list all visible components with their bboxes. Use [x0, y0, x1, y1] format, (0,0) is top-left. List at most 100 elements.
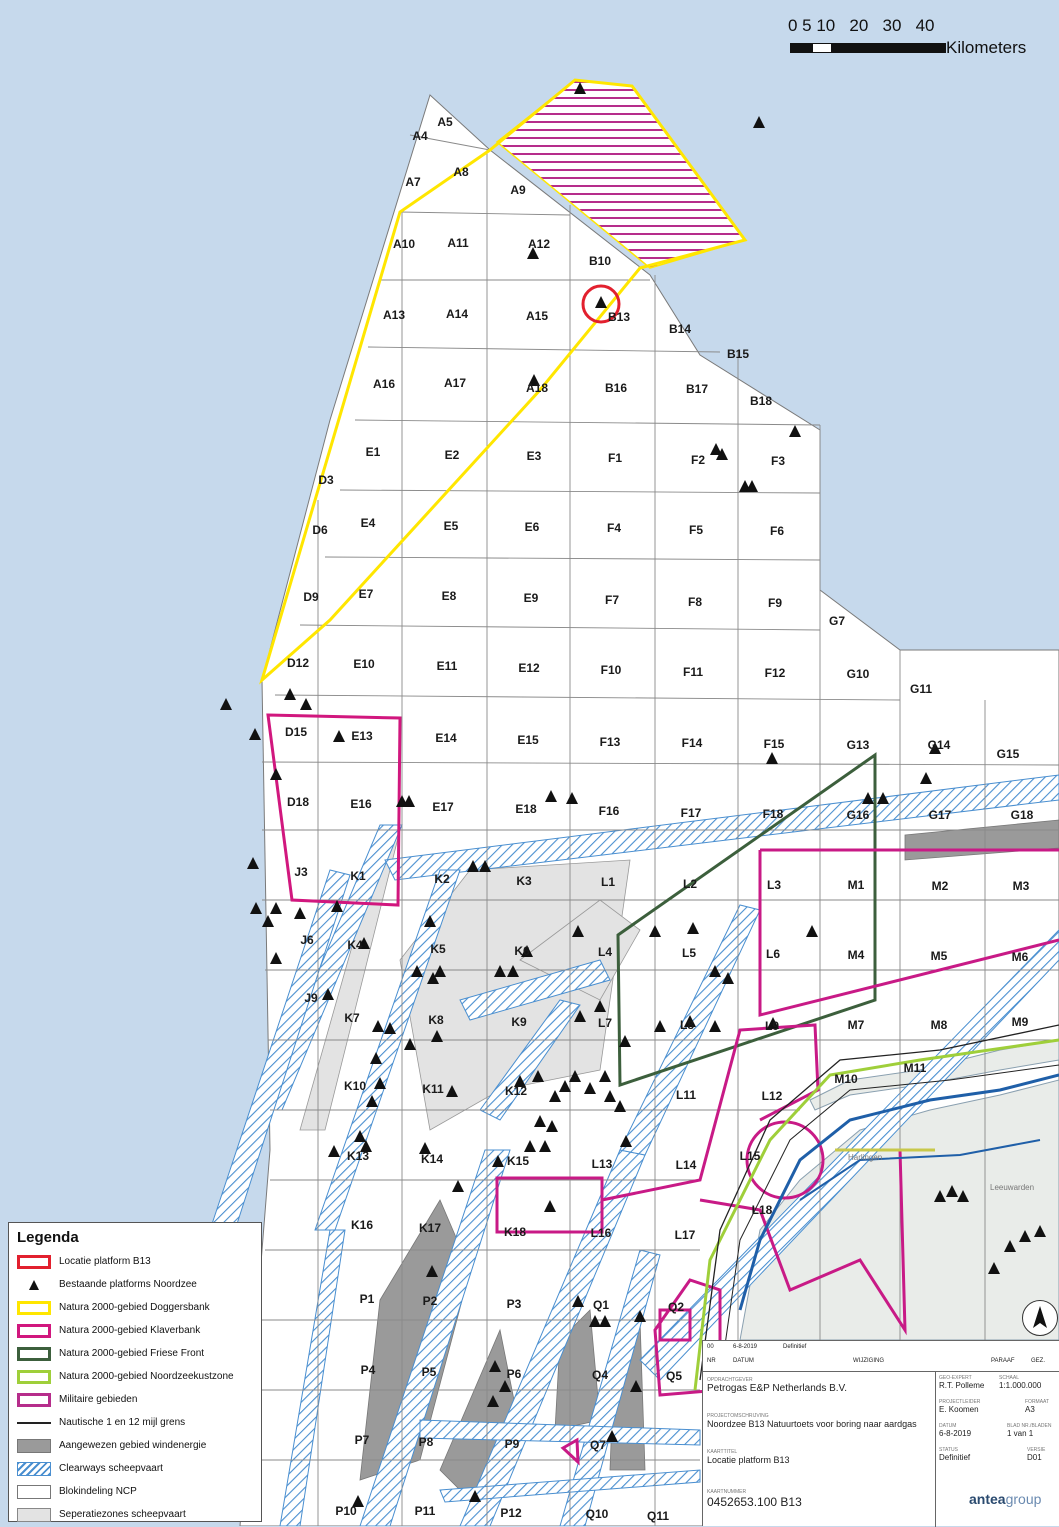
block-label-l16: L16 [591, 1226, 612, 1240]
block-label-d18: D18 [287, 795, 309, 809]
block-label-a12: A12 [528, 237, 550, 251]
triangle-icon [17, 1278, 51, 1292]
block-label-m7: M7 [848, 1018, 865, 1032]
block-label-k5: K5 [430, 942, 446, 956]
legend: Legenda Locatie platform B13 Bestaande p… [8, 1222, 262, 1522]
block-label-p3: P3 [507, 1297, 522, 1311]
legend-label: Aangewezen gebied windenergie [59, 1440, 207, 1451]
block-label-k1: K1 [350, 869, 366, 883]
date: Datum6-8-2019 [939, 1423, 972, 1438]
block-label-g13: G13 [847, 738, 870, 752]
block-label-d12: D12 [287, 656, 309, 670]
block-label-p12: P12 [500, 1506, 522, 1520]
block-label-p4: P4 [361, 1363, 376, 1377]
title-block-right: Geo-ExpertR.T. Polleme Schaal1:1.000.000… [935, 1371, 1059, 1527]
block-label-k7: K7 [344, 1011, 360, 1025]
block-label-k6: K6 [514, 944, 530, 958]
block-label-a15: A15 [526, 309, 548, 323]
block-label-d6: D6 [312, 523, 328, 537]
legend-label: Natura 2000-gebied Doggersbank [59, 1302, 210, 1313]
legend-symbol-magenta-outline [17, 1392, 51, 1407]
legend-symbol-green-outline [17, 1346, 51, 1361]
scale: Schaal1:1.000.000 [999, 1375, 1042, 1390]
block-label-l18: L18 [752, 1203, 773, 1217]
block-label-p5: P5 [422, 1365, 437, 1379]
block-label-k14: K14 [421, 1152, 443, 1166]
block-label-f16: F16 [599, 804, 620, 818]
legend-item: Natura 2000-gebied Doggersbank [17, 1296, 253, 1319]
block-label-j9: J9 [304, 991, 318, 1005]
nautical-line-12mile [699, 1024, 1059, 1381]
block-label-m10: M10 [834, 1072, 858, 1086]
title-block: 00 6-8-2019 Definitief NR DATUM WIJZIGIN… [702, 1340, 1059, 1527]
block-label-f3: F3 [771, 454, 785, 468]
block-label-k9: K9 [511, 1015, 527, 1029]
block-label-m6: M6 [1012, 950, 1029, 964]
block-label-j6: J6 [300, 933, 314, 947]
block-label-g15: G15 [997, 747, 1020, 761]
block-label-q4: Q4 [592, 1368, 608, 1382]
block-label-f14: F14 [682, 736, 703, 750]
block-label-m4: M4 [848, 948, 865, 962]
block-label-e11: E11 [437, 659, 458, 673]
block-label-d3: D3 [318, 473, 334, 487]
block-label-l11: L11 [676, 1088, 696, 1102]
block-label-p8: P8 [419, 1435, 434, 1449]
block-label-q2: Q2 [668, 1300, 684, 1314]
block-label-e10: E10 [353, 657, 375, 671]
block-label-k17: K17 [419, 1221, 441, 1235]
legend-item: Natura 2000-gebied Friese Front [17, 1342, 253, 1365]
legend-item: Militaire gebieden [17, 1388, 253, 1411]
legend-symbol-white-box [17, 1484, 51, 1499]
scale-bar-graphic [790, 43, 946, 53]
legend-item: Clearways scheepvaart [17, 1457, 253, 1480]
block-label-k8: K8 [428, 1013, 444, 1027]
block-label-f11: F11 [683, 665, 703, 679]
client: OpdrachtgeverPetrogas E&P Netherlands B.… [707, 1377, 848, 1394]
block-label-f1: F1 [608, 451, 622, 465]
block-label-e15: E15 [517, 733, 539, 747]
block-label-l6: L6 [766, 947, 780, 961]
block-label-b15: B15 [727, 347, 749, 361]
block-label-l9: L9 [765, 1019, 779, 1033]
block-label-f12: F12 [765, 666, 786, 680]
block-label-p10: P10 [335, 1504, 357, 1518]
legend-symbol-yellow-outline [17, 1300, 51, 1315]
block-label-m5: M5 [931, 949, 948, 963]
block-label-e1: E1 [366, 445, 381, 459]
block-label-e6: E6 [525, 520, 540, 534]
block-label-m3: M3 [1013, 879, 1030, 893]
block-label-e17: E17 [432, 800, 454, 814]
block-label-l5: L5 [682, 946, 696, 960]
block-label-a18: A18 [526, 381, 548, 395]
block-label-f4: F4 [607, 521, 621, 535]
block-label-p6: P6 [507, 1367, 522, 1381]
platforms [220, 82, 1046, 1507]
legend-label: Militaire gebieden [59, 1394, 138, 1405]
town-label-leeuwarden: Leeuwarden [990, 1183, 1034, 1192]
block-label-f13: F13 [600, 735, 621, 749]
project: ProjectomschrijvingNoordzee B13 Natuurto… [707, 1413, 917, 1429]
block-label-m8: M8 [931, 1018, 948, 1032]
friese-front-outline [616, 752, 877, 1088]
block-label-k16: K16 [351, 1218, 373, 1232]
legend-label: Natura 2000-gebied Klaverbank [59, 1325, 201, 1336]
block-label-j3: J3 [294, 865, 308, 879]
block-label-e5: E5 [444, 519, 459, 533]
military-areas [495, 848, 1059, 1466]
block-label-a17: A17 [444, 376, 466, 390]
rev-header-gez: GEZ. [1031, 1358, 1046, 1364]
block-label-k2: K2 [434, 872, 450, 886]
block-label-e3: E3 [527, 449, 542, 463]
sheet: Blad nr./Bladen1 van 1 [1007, 1423, 1052, 1438]
legend-item: Nautische 1 en 12 mijl grens [17, 1411, 253, 1434]
block-label-f18: F18 [763, 807, 784, 821]
legend-item: Aangewezen gebied windenergie [17, 1434, 253, 1457]
project-leader: ProjectleiderE. Koomen [939, 1399, 981, 1414]
klaverbank-outline [266, 713, 402, 907]
legend-label: Nautische 1 en 12 mijl grens [59, 1417, 186, 1428]
block-label-e9: E9 [524, 591, 539, 605]
block-label-b18: B18 [750, 394, 772, 408]
block-label-a10: A10 [393, 237, 415, 251]
